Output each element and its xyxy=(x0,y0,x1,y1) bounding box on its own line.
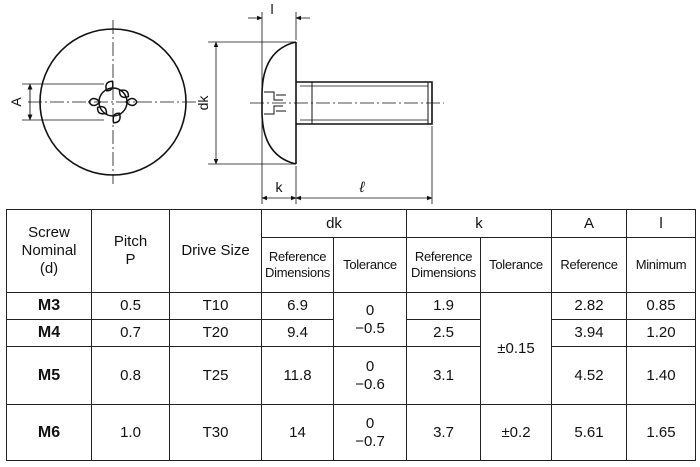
header-drive-size: Drive Size xyxy=(169,209,262,293)
dim-l-head-label: l xyxy=(270,1,273,17)
header-reference-line: Reference xyxy=(414,248,473,264)
cell-k-tolerance: ±0.15 xyxy=(480,292,552,405)
cell-l-min: 1.65 xyxy=(626,404,696,461)
torx-recess-icon xyxy=(88,80,138,124)
header-l: l xyxy=(626,209,696,238)
header-p-line: P xyxy=(125,251,136,268)
screw-technical-drawing: A l dk k ℓ xyxy=(8,1,444,204)
header-screw-line: Screw xyxy=(28,224,70,241)
tolerance-upper: 0 xyxy=(365,415,375,433)
tolerance-lower: −0.7 xyxy=(355,432,385,450)
cell-k-ref: 2.5 xyxy=(406,319,481,347)
tolerance-upper: 0 xyxy=(365,302,375,320)
cell-dk-ref: 14 xyxy=(261,404,334,461)
header-d-line: (d) xyxy=(39,260,59,277)
cell-a-ref: 3.94 xyxy=(551,319,627,347)
dim-k-and-length xyxy=(261,120,433,204)
dim-dk-label: dk xyxy=(195,95,211,111)
tolerance-lower: −0.5 xyxy=(355,319,385,337)
cell-nominal: M5 xyxy=(6,346,92,405)
cell-drive: T25 xyxy=(169,346,262,405)
table-row: M6 1.0 T30 14 0−0.7 3.7 ±0.2 5.61 1.65 xyxy=(6,404,696,461)
cell-dk-tolerance: 0−0.6 xyxy=(333,346,407,405)
tolerance-upper: 0 xyxy=(365,358,375,376)
cell-pitch: 0.5 xyxy=(91,292,170,320)
dim-A-label: A xyxy=(8,97,24,107)
header-reference-line: Reference xyxy=(268,248,327,264)
cell-k-ref: 1.9 xyxy=(406,292,481,320)
cell-dk-tolerance: 0−0.7 xyxy=(333,404,407,461)
screw-side-view xyxy=(250,41,444,165)
header-k-tolerance: Tolerance xyxy=(480,237,552,293)
cell-l-min: 1.40 xyxy=(626,346,696,405)
cell-a-ref: 5.61 xyxy=(551,404,627,461)
header-l-minimum: Minimum xyxy=(626,237,696,293)
cell-nominal: M4 xyxy=(6,319,92,347)
cell-pitch: 0.8 xyxy=(91,346,170,405)
cell-dk-ref: 9.4 xyxy=(261,319,334,347)
header-dk-tolerance: Tolerance xyxy=(333,237,407,293)
header-pitch: Pitch P xyxy=(91,209,170,293)
screw-spec-table: Screw Nominal (d) Pitch P Drive Size dk … xyxy=(6,209,696,461)
dim-k-label: k xyxy=(276,179,284,195)
cell-pitch: 1.0 xyxy=(91,404,170,461)
cell-nominal: M3 xyxy=(6,292,92,320)
cell-drive: T30 xyxy=(169,404,262,461)
cell-dk-ref: 6.9 xyxy=(261,292,334,320)
cell-pitch: 0.7 xyxy=(91,319,170,347)
dim-head-l xyxy=(248,12,310,90)
header-A-reference: Reference xyxy=(551,237,627,293)
cell-a-ref: 2.82 xyxy=(551,292,627,320)
cell-a-ref: 4.52 xyxy=(551,346,627,405)
header-pitch-line: Pitch xyxy=(113,233,148,250)
table-row: M5 0.8 T25 11.8 0−0.6 3.1 4.52 1.40 xyxy=(6,346,696,405)
table-row: M4 0.7 T20 9.4 2.5 3.94 1.20 xyxy=(6,319,696,347)
table-row: M3 0.5 T10 6.9 0−0.5 1.9 ±0.15 2.82 0.85 xyxy=(6,292,696,405)
cell-dk-tolerance: 0−0.5 xyxy=(333,292,407,347)
header-dk: dk xyxy=(261,209,407,238)
cell-l-min: 1.20 xyxy=(626,319,696,347)
header-k-reference-dimensions: Reference Dimensions xyxy=(406,237,481,293)
header-dimensions-line: Dimensions xyxy=(265,265,330,280)
header-A: A xyxy=(551,209,627,238)
cell-dk-ref: 11.8 xyxy=(261,346,334,405)
cell-k-tolerance: ±0.2 xyxy=(480,404,552,461)
cell-l-min: 0.85 xyxy=(626,292,696,320)
tolerance-lower: −0.6 xyxy=(355,375,385,393)
header-dk-reference-dimensions: Reference Dimensions xyxy=(261,237,334,293)
cell-nominal: M6 xyxy=(6,404,92,461)
cell-drive: T10 xyxy=(169,292,262,320)
cell-k-ref: 3.7 xyxy=(406,404,481,461)
dim-length-label: ℓ xyxy=(359,179,366,196)
header-screw-nominal: Screw Nominal (d) xyxy=(6,209,92,293)
header-nominal-line: Nominal xyxy=(21,242,77,259)
cell-k-ref: 3.1 xyxy=(406,346,481,405)
cell-drive: T20 xyxy=(169,319,262,347)
header-k: k xyxy=(406,209,552,238)
header-dimensions-line: Dimensions xyxy=(411,265,476,280)
dim-dk xyxy=(208,41,294,165)
head-top-view: A xyxy=(8,20,198,184)
